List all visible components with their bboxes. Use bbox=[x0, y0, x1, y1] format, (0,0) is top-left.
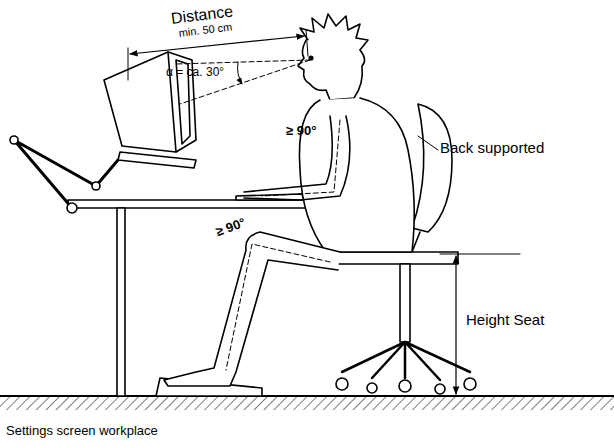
arm-clamp bbox=[67, 203, 77, 213]
chair-backrest bbox=[412, 104, 452, 232]
floor-line bbox=[0, 395, 614, 397]
arm bbox=[244, 116, 332, 192]
caption: Settings screen workplace bbox=[6, 424, 158, 438]
elbow-angle-line bbox=[262, 120, 340, 196]
leg bbox=[164, 232, 340, 386]
distance-dimension bbox=[130, 36, 304, 54]
sight-line bbox=[176, 60, 310, 64]
chair-wheel bbox=[336, 378, 348, 390]
chair-seat bbox=[332, 252, 458, 264]
arm-joint bbox=[92, 182, 100, 190]
head bbox=[298, 40, 365, 100]
chair-wheel bbox=[435, 384, 445, 394]
label-text: Back supported bbox=[440, 140, 544, 157]
arm bbox=[244, 116, 350, 200]
chair-wheel bbox=[464, 378, 476, 390]
extension-line bbox=[128, 48, 129, 80]
leader-line bbox=[418, 136, 438, 150]
knee-angle-line bbox=[226, 244, 330, 370]
desk-leg bbox=[117, 208, 125, 396]
chair-column bbox=[400, 264, 410, 342]
label-text: ≥ 90° bbox=[286, 124, 316, 138]
chair-wheel bbox=[399, 380, 411, 392]
arm-joint bbox=[10, 136, 18, 144]
extension-line bbox=[306, 30, 308, 56]
extension-line bbox=[440, 254, 520, 255]
angle-arc bbox=[238, 62, 243, 84]
chair-wheel bbox=[367, 383, 377, 393]
eye bbox=[309, 56, 313, 60]
floor-hatch bbox=[0, 396, 614, 410]
torso bbox=[299, 98, 414, 252]
label-text: α = ca. 30° bbox=[166, 66, 224, 79]
label-text: ≥ 90° bbox=[214, 216, 247, 240]
label-text: Height Seat bbox=[466, 312, 544, 329]
monitor-base bbox=[118, 152, 196, 168]
monitor-arm bbox=[14, 140, 118, 208]
chair-base bbox=[342, 342, 470, 380]
seat-height-dimension bbox=[455, 256, 456, 394]
